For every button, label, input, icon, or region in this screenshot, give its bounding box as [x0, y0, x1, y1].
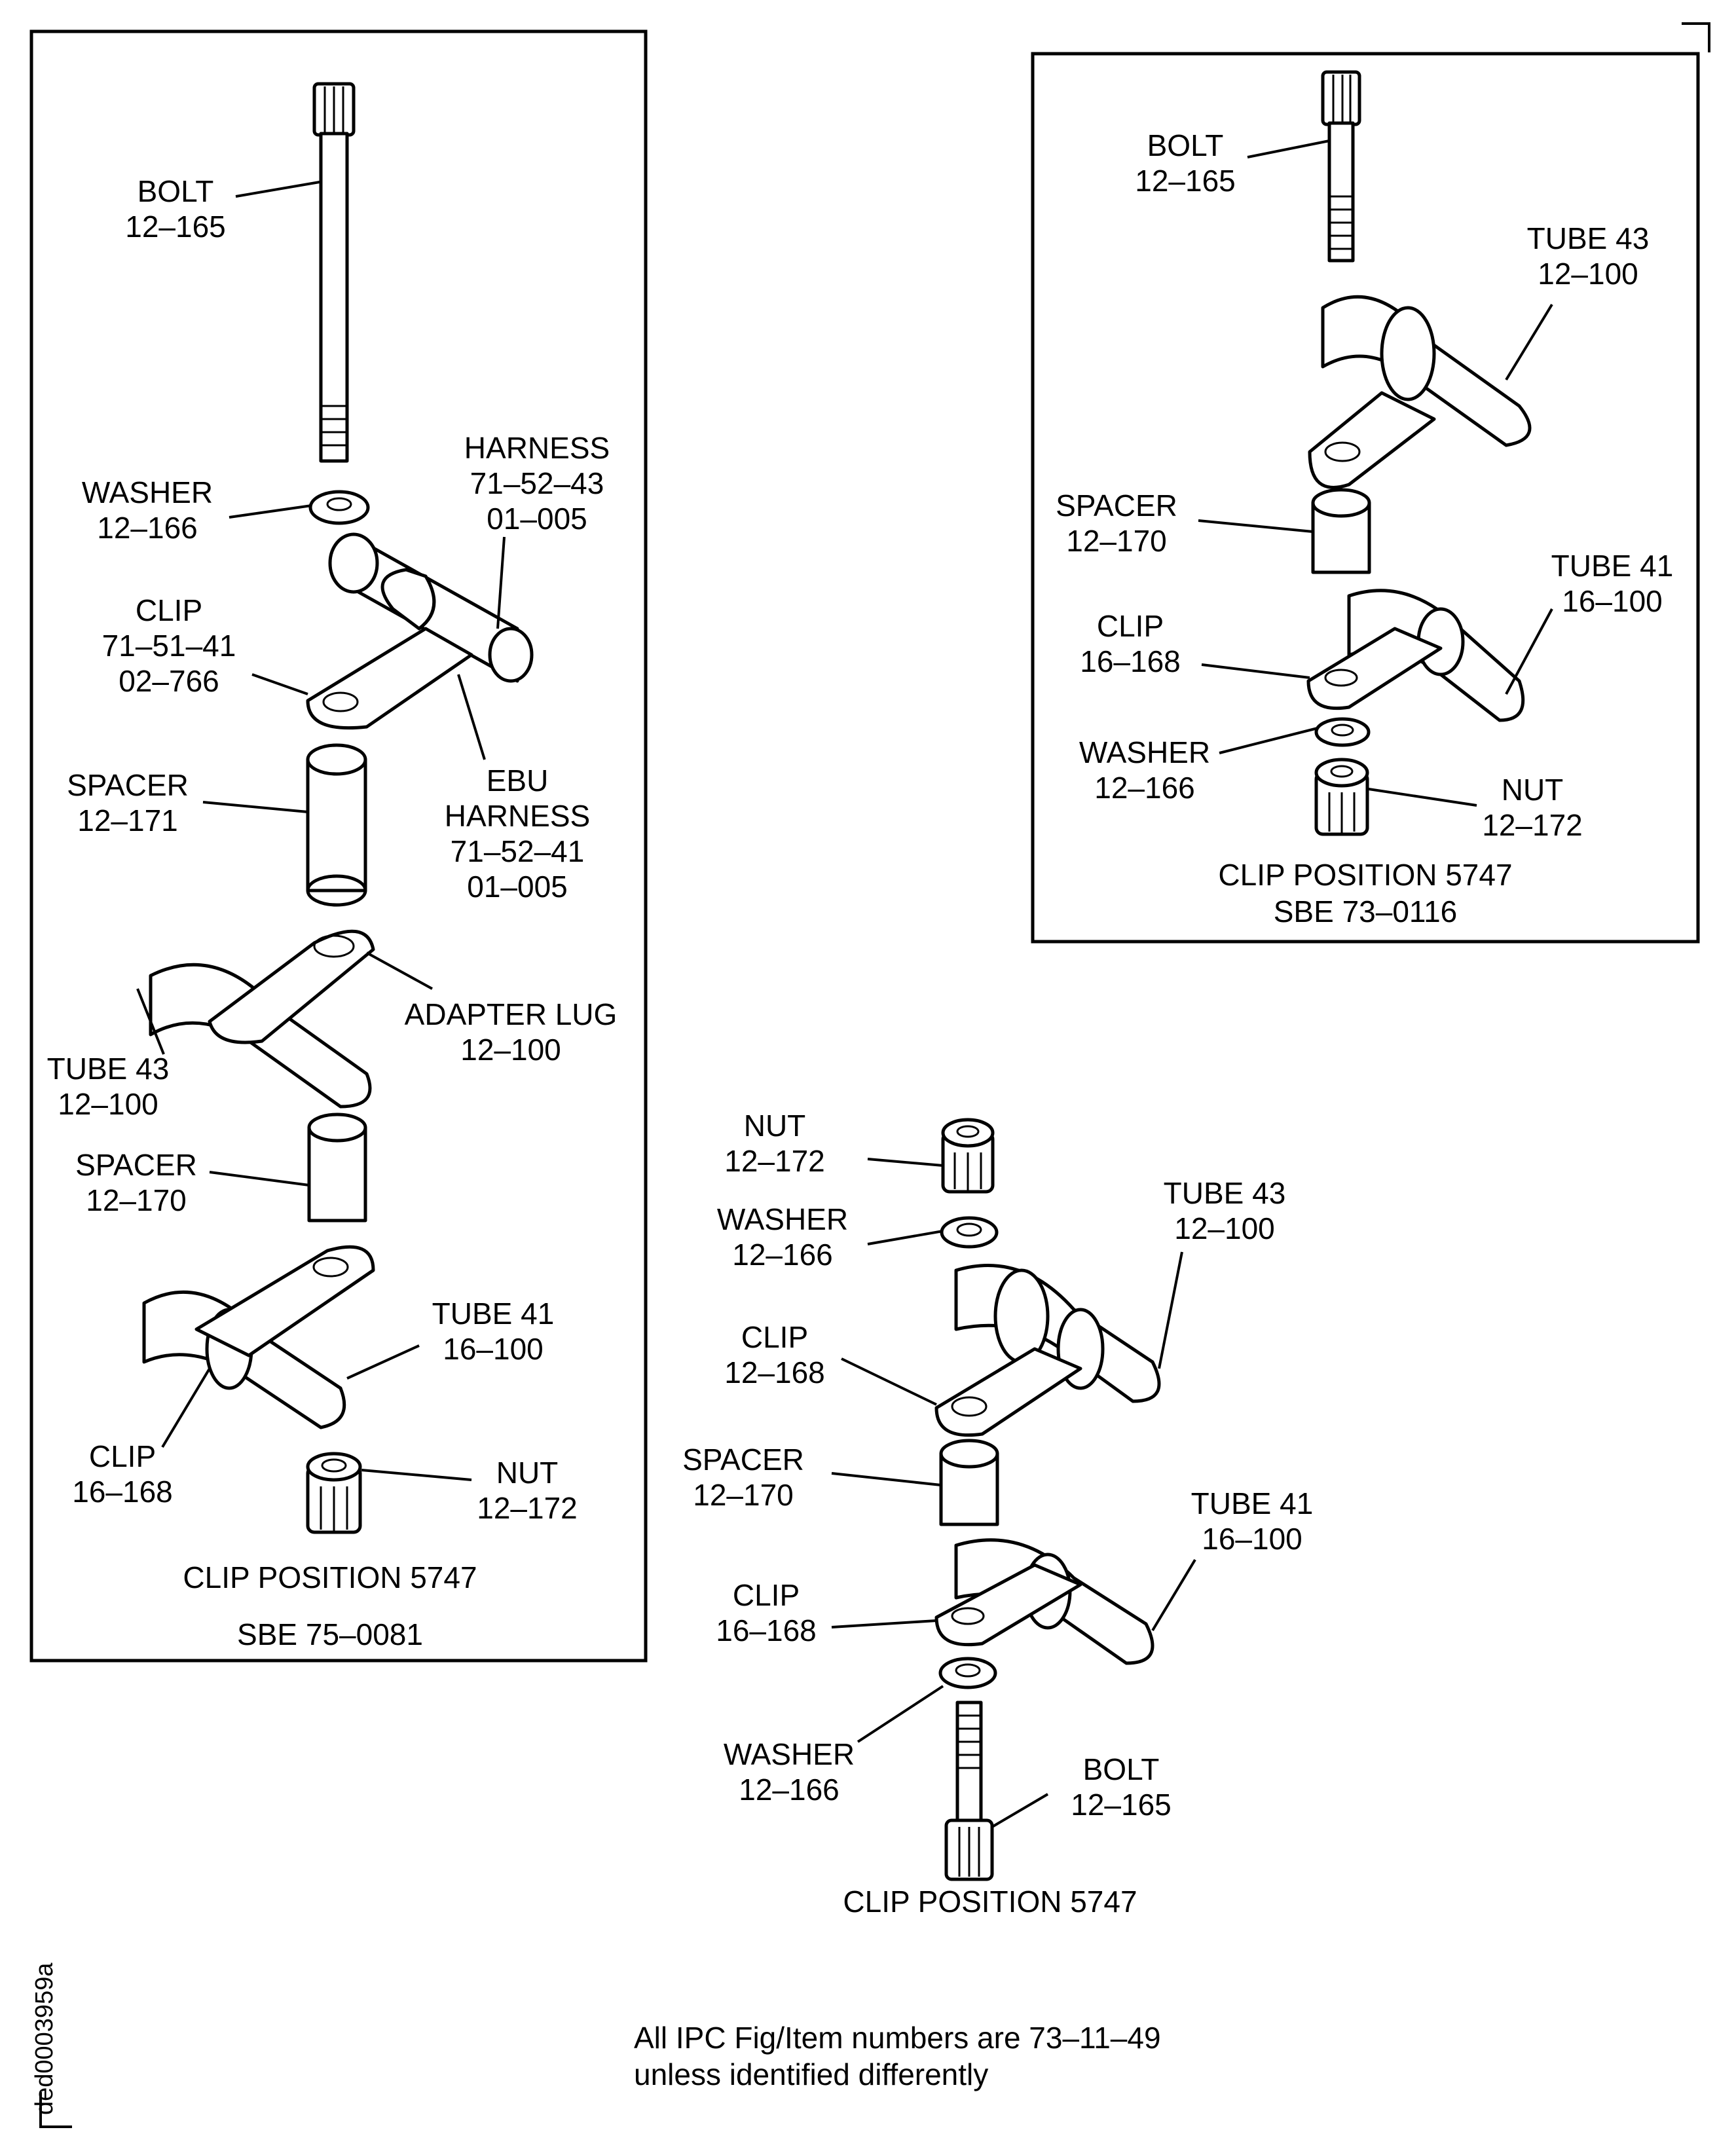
- footer-note-line1: All IPC Fig/Item numbers are 73–11–49: [634, 2021, 1161, 2055]
- label-spacer1-no: 12–171: [77, 803, 178, 837]
- label-bolt-main: BOLT: [1083, 1752, 1160, 1786]
- label-ebu-harness: HARNESS: [445, 799, 590, 833]
- spacer-12-171-part: [306, 743, 367, 907]
- label-washer-no-right: 12–166: [1094, 771, 1195, 805]
- clip-harness-part-left: [306, 532, 534, 730]
- label-spacer-no-right: 12–170: [1066, 524, 1167, 558]
- label-clip-no-right: 16–168: [1080, 644, 1181, 678]
- label-tube41-no-main: 16–100: [1202, 1522, 1302, 1556]
- label-washer-no-left: 12–166: [97, 511, 198, 545]
- nut-part-left: [306, 1452, 362, 1534]
- panel-sbe-75-0081-frame: [29, 29, 648, 1663]
- label-tube41-no-right: 16–100: [1562, 584, 1663, 618]
- label-bolt-no-right: 12–165: [1135, 164, 1236, 198]
- label-clip2-main: CLIP: [733, 1578, 800, 1612]
- label-spacer-no-main: 12–170: [693, 1478, 794, 1512]
- label-tube41-no-left: 16–100: [443, 1332, 544, 1366]
- crop-mark: [1682, 22, 1710, 52]
- drawing-id-bracket: [39, 2092, 72, 2128]
- footer-note-line2: unless identified differently: [634, 2057, 988, 2091]
- clip-tube41-part-left: [142, 1245, 375, 1429]
- label-tube43-no-left: 12–100: [58, 1087, 158, 1121]
- label-washer2-no-main: 12–166: [739, 1773, 840, 1807]
- label-spacer2-no-left: 12–170: [86, 1183, 187, 1217]
- bolt-part-right: [1321, 70, 1361, 263]
- label-nut-no-main: 12–172: [724, 1144, 825, 1178]
- bolt-part-main: [944, 1701, 994, 1881]
- leaders-right: [1198, 139, 1553, 807]
- label-adapter-no: 12–100: [460, 1033, 561, 1067]
- nut-part-main: [941, 1118, 995, 1194]
- label-clip1-main: CLIP: [741, 1320, 808, 1354]
- label-spacer-right: SPACER: [1056, 488, 1177, 523]
- label-nut-no-left: 12–172: [477, 1491, 578, 1525]
- spacer-part-right: [1311, 488, 1371, 574]
- drawing-id: ded0003959a: [31, 1962, 58, 2115]
- label-harness-no2: 01–005: [487, 502, 587, 536]
- label-bolt-right: BOLT: [1147, 128, 1224, 162]
- bolt-part-left: [312, 82, 356, 463]
- label-harness: HARNESS: [464, 431, 610, 465]
- label-clip2-no-main: 16–168: [716, 1613, 817, 1647]
- label-bolt-no-main: 12–165: [1071, 1788, 1172, 1822]
- label-tube43-right: TUBE 43: [1527, 221, 1650, 255]
- label-clip-no1-left: 71–51–41: [102, 629, 236, 663]
- label-nut-main: NUT: [744, 1109, 806, 1143]
- caption-left: CLIP POSITION 5747: [183, 1560, 477, 1594]
- label-washer1-main: WASHER: [717, 1202, 848, 1236]
- spacer-part-main: [939, 1439, 999, 1526]
- label-tube43-left: TUBE 43: [47, 1052, 170, 1086]
- washer-part-left: [308, 490, 370, 525]
- label-clip1-no-main: 12–168: [724, 1355, 825, 1389]
- sbe-left: SBE 75–0081: [237, 1617, 423, 1651]
- label-ebu-no1: 71–52–41: [451, 834, 585, 868]
- label-washer-left: WASHER: [82, 475, 213, 509]
- label-spacer-main: SPACER: [682, 1443, 804, 1477]
- washer-part-right: [1314, 717, 1371, 747]
- caption-main: CLIP POSITION 5747: [843, 1885, 1137, 1919]
- label-ebu: EBU: [487, 763, 549, 798]
- label-bolt-left: BOLT: [138, 174, 214, 208]
- label-tube41-main: TUBE 41: [1191, 1486, 1314, 1520]
- clip-tube41-part-main: [934, 1538, 1154, 1665]
- label-tube43-main: TUBE 43: [1164, 1176, 1286, 1210]
- sbe-right: SBE 73–0116: [1274, 894, 1458, 929]
- label-washer1-no-main: 12–166: [732, 1238, 833, 1272]
- label-nut-left: NUT: [496, 1456, 559, 1490]
- label-spacer2-left: SPACER: [75, 1148, 197, 1182]
- label-harness-no1: 71–52–43: [470, 466, 604, 500]
- label-clip2-no-left: 16–168: [72, 1475, 173, 1509]
- washer1-part-main: [940, 1216, 999, 1249]
- nut-part-right: [1314, 758, 1369, 836]
- label-spacer1: SPACER: [67, 768, 189, 802]
- label-tube41-right: TUBE 41: [1551, 549, 1674, 583]
- label-adapter-lug: ADAPTER LUG: [405, 997, 618, 1031]
- label-bolt-no-left: 12–165: [125, 210, 226, 244]
- caption-right: CLIP POSITION 5747: [1218, 858, 1512, 892]
- label-tube43-no-main: 12–100: [1174, 1211, 1275, 1245]
- washer2-part-main: [938, 1657, 997, 1689]
- spacer-12-170-part-left: [307, 1113, 367, 1223]
- leaders-left: [136, 181, 506, 1481]
- label-washer-right: WASHER: [1079, 735, 1210, 769]
- label-washer2-main: WASHER: [724, 1737, 855, 1771]
- label-clip-no2-left: 02–766: [119, 664, 219, 698]
- leaders-main: [831, 1158, 1196, 1828]
- label-clip-left: CLIP: [136, 593, 202, 627]
- label-clip2-left: CLIP: [89, 1439, 156, 1473]
- label-nut-no-right: 12–172: [1482, 808, 1583, 842]
- label-nut-right: NUT: [1502, 773, 1564, 807]
- label-tube41-left: TUBE 41: [432, 1297, 555, 1331]
- clip-tube41-part-right: [1306, 589, 1525, 722]
- label-clip-right: CLIP: [1097, 609, 1164, 643]
- label-ebu-no2: 01–005: [467, 870, 568, 904]
- label-tube43-no-right: 12–100: [1538, 257, 1638, 291]
- clip-tube43-part-main: [934, 1264, 1161, 1437]
- tube43-clip-part-right: [1308, 295, 1532, 489]
- panel-sbe-73-0116-frame: [1031, 52, 1700, 944]
- adapter-lug-part: [149, 929, 375, 1109]
